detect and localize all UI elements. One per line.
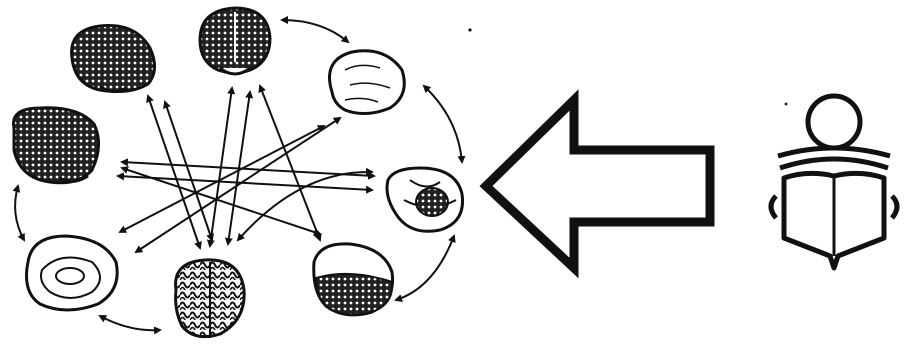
person-reading-book-icon [771,96,897,268]
brain-top-center [200,8,270,74]
brain-bottom-right [314,244,393,315]
scan-dot [468,28,471,31]
brain-bottom-left [27,236,118,310]
network-arrows [118,86,374,252]
scan-dot [785,103,788,106]
brain-top-left [72,25,155,91]
brain-right [387,168,463,231]
brain-bottom-center [176,260,245,338]
brain-left [14,108,99,183]
large-left-arrow-icon [486,100,710,268]
brain-top-right [330,51,405,114]
